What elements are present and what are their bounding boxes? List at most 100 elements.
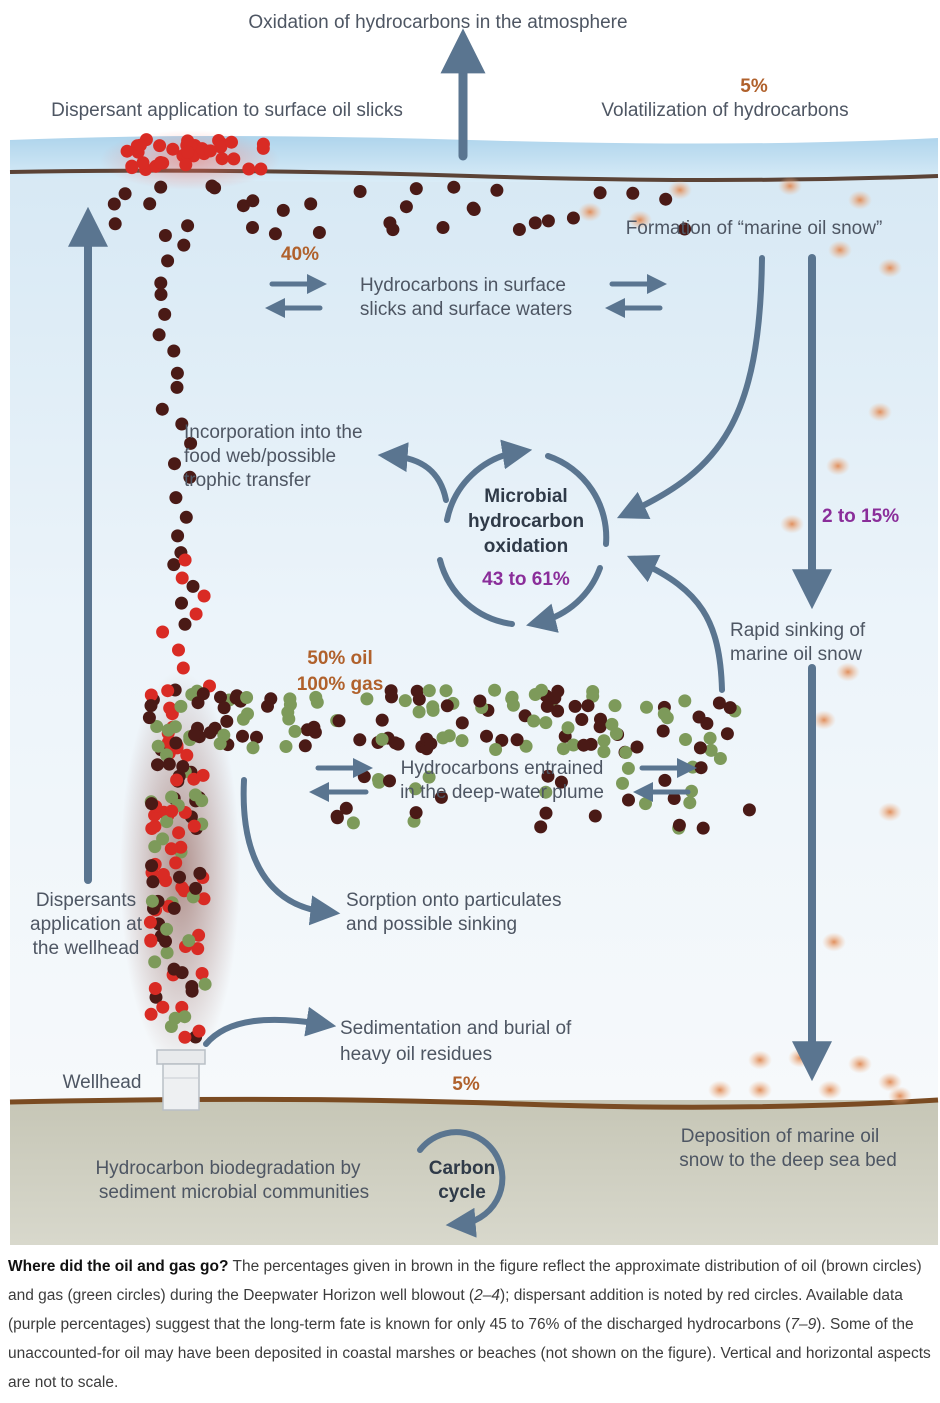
arrow-snow-to-microbial (616, 255, 765, 519)
label-foodweb-3: trophic transfer (184, 470, 311, 491)
dispersant-dot (215, 152, 229, 166)
oil-dot (630, 740, 644, 754)
gas-dot (683, 796, 697, 810)
label-marine-snow-formation: Formation of “marine oil snow” (626, 218, 883, 239)
gas-dot (713, 752, 727, 765)
oil-dot (158, 307, 172, 321)
gas-dot (246, 741, 260, 755)
oil-dot (455, 716, 469, 730)
oil-dot (268, 227, 282, 241)
marine-snow-particle (818, 1080, 842, 1100)
oil-dot (264, 692, 278, 706)
gas-dot (640, 700, 653, 714)
label-volatilization: Volatilization of hydrocarbons (601, 100, 848, 121)
gas-dot (678, 694, 692, 708)
gas-dot (161, 723, 175, 737)
dispersant-dot (125, 161, 139, 175)
oil-dot (447, 180, 461, 194)
gas-dot (621, 761, 635, 775)
oil-dot (142, 711, 156, 725)
oil-dot (409, 182, 423, 196)
oil-dot (339, 801, 353, 815)
caption-text-3: ). Some of the unaccounted-for oil may h… (8, 1316, 931, 1391)
oil-dot (214, 690, 227, 704)
dispersant-dot (175, 571, 189, 585)
dispersant-dot (179, 158, 193, 172)
label-dispersant-well-1: Dispersants (36, 890, 136, 911)
gas-dot (310, 695, 324, 709)
oil-dot (220, 714, 234, 728)
caption-ref-2: 7–9 (790, 1316, 817, 1333)
oil-dot (169, 736, 183, 750)
oil-dot (656, 724, 670, 738)
gas-dot (198, 977, 212, 991)
label-sorption-1: Sorption onto particulates (346, 890, 561, 911)
oil-dot (170, 366, 184, 380)
oil-dot (186, 579, 200, 593)
dispersant-dot (156, 1000, 170, 1014)
dispersant-dot (143, 915, 157, 929)
oil-dot (693, 741, 707, 755)
dispersant-dot (164, 842, 178, 856)
oil-dot (667, 792, 681, 805)
oil-dot (144, 699, 158, 713)
oil-dot (177, 238, 191, 252)
oil-dot (304, 197, 318, 211)
label-foodweb-1: Incorporation into the (184, 422, 363, 443)
dispersant-dot (165, 804, 179, 818)
label-plume-1: Hydrocarbons entrained (401, 758, 604, 779)
oil-dot (152, 328, 166, 342)
gas-dot (156, 832, 170, 846)
oil-dot (554, 775, 568, 789)
oil-dot (196, 687, 210, 701)
arrow-plume-to-microbial (626, 555, 725, 693)
figure-caption: Where did the oil and gas go? The percen… (8, 1252, 934, 1397)
label-rapid-2: marine oil snow (730, 644, 862, 665)
dispersant-dot (225, 135, 238, 149)
dispersant-dot (181, 134, 195, 148)
oil-dot (330, 811, 344, 825)
oil-dot (593, 186, 607, 200)
dispersant-dot (172, 826, 186, 840)
pct-microbial: 43 to 61% (482, 569, 570, 590)
gas-dot (539, 785, 553, 799)
dispersant-dot (203, 144, 217, 158)
label-deposition-1: Deposition of marine oil (681, 1126, 880, 1147)
oil-dot (568, 699, 582, 713)
pct-surface: 40% (281, 244, 319, 265)
oil-fate-diagram: Oxidation of hydrocarbons in the atmosph… (9, 12, 939, 1245)
dispersant-dot (169, 856, 183, 870)
oil-dot (528, 216, 542, 230)
oil-dot (203, 726, 217, 740)
oil-dot (175, 596, 188, 610)
oil-dot (410, 684, 424, 698)
oil-dot (108, 217, 122, 231)
label-dispersant-well-3: the wellhead (33, 938, 140, 959)
oil-dot (236, 729, 249, 743)
oil-dot (541, 769, 555, 783)
oil-dot (154, 180, 168, 194)
oil-dot (145, 797, 159, 811)
gas-dot (616, 776, 629, 790)
dispersant-dot (148, 819, 162, 833)
gas-dot (597, 745, 611, 759)
gas-dot (561, 721, 575, 735)
caption-title: Where did the oil and gas go? (8, 1258, 229, 1275)
gas-dot (608, 699, 622, 713)
dispersant-dot (197, 589, 211, 603)
wellhead-plume-glow (120, 670, 240, 1070)
arrow-sorption (240, 777, 341, 926)
oil-dot (250, 730, 263, 744)
marine-snow-particle (748, 1050, 772, 1070)
gas-dot (182, 934, 196, 948)
gas-dot (360, 692, 374, 706)
oil-dot (440, 699, 454, 713)
gas-dot (160, 946, 174, 960)
arrow-to-foodweb (377, 442, 449, 503)
oil-dot (723, 701, 737, 715)
label-biodeg-1: Hydrocarbon biodegradation by (95, 1158, 361, 1179)
marine-snow-particle (878, 1072, 902, 1092)
gas-dot (703, 731, 717, 745)
microbial-cycle-arrow-4 (437, 557, 515, 627)
oil-dot (298, 739, 312, 753)
